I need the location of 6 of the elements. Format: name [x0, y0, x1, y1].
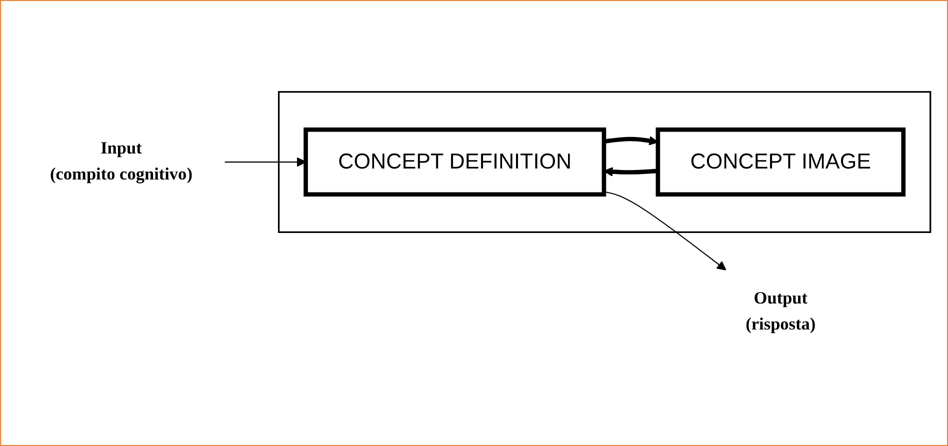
node-box: CONCEPT IMAGE [656, 128, 906, 197]
node-text: Output (risposta) [746, 289, 816, 334]
arrow [604, 191, 726, 270]
node-text: Input (compito cognitivo) [50, 139, 192, 184]
node-box: CONCEPT DEFINITION [304, 128, 606, 197]
cluster [278, 91, 932, 233]
